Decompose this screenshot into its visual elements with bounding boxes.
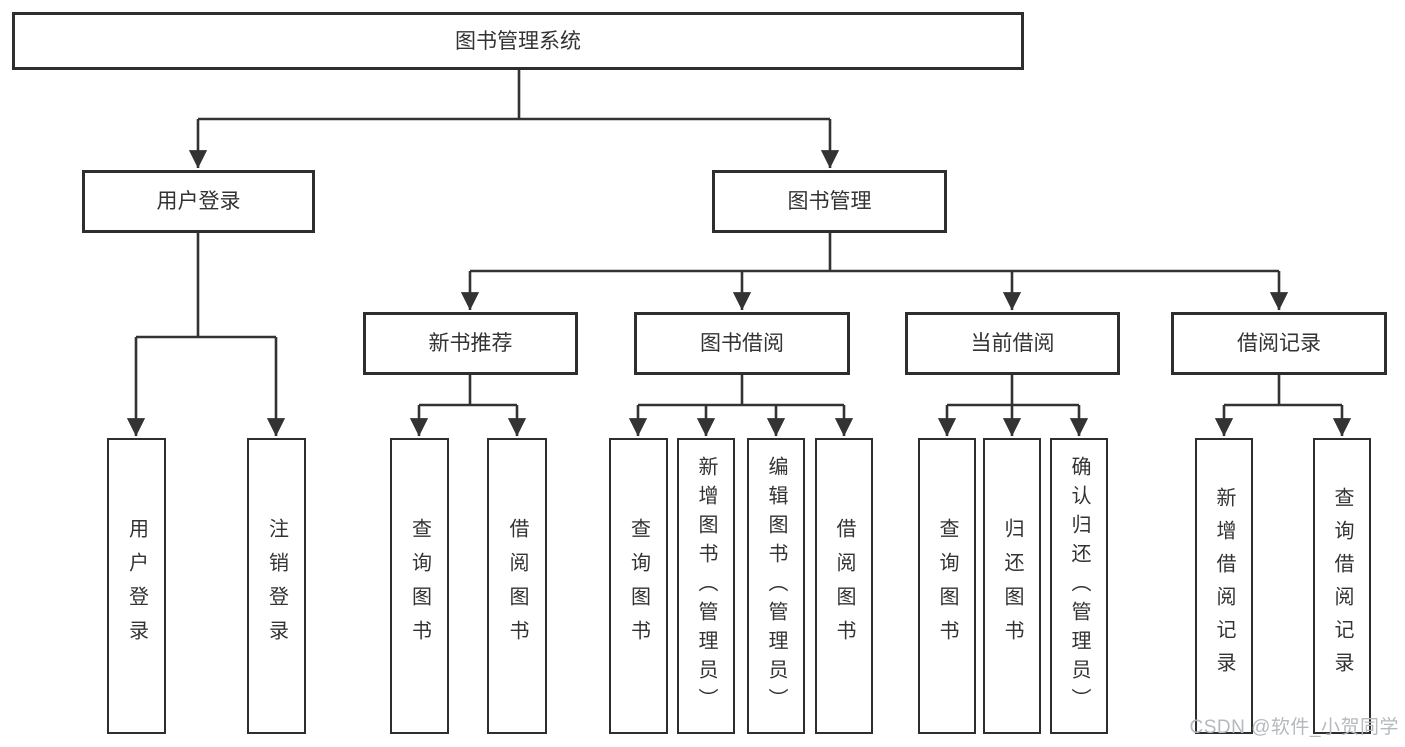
- node-book-management: 图书管理: [712, 170, 947, 233]
- node-leaf-logout: 注销登录: [247, 438, 306, 734]
- node-borrowing-records: 借阅记录: [1171, 312, 1387, 375]
- node-user-login: 用户登录: [82, 170, 315, 233]
- node-root-system: 图书管理系统: [12, 12, 1024, 70]
- node-leaf-add-books-admin: 新增图书（管理员）: [677, 438, 735, 734]
- node-book-borrowing: 图书借阅: [634, 312, 850, 375]
- node-leaf-query-books-current: 查询图书: [918, 438, 976, 734]
- node-leaf-query-books-borrowing: 查询图书: [609, 438, 668, 734]
- node-leaf-confirm-return-admin: 确认归还（管理员）: [1050, 438, 1108, 734]
- node-leaf-borrow-books: 借阅图书: [815, 438, 873, 734]
- node-leaf-query-books-recommend: 查询图书: [390, 438, 449, 734]
- node-leaf-borrow-books-recommend: 借阅图书: [487, 438, 547, 734]
- node-new-book-recommend: 新书推荐: [363, 312, 578, 375]
- node-leaf-edit-books-admin: 编辑图书（管理员）: [747, 438, 805, 734]
- csdn-watermark: CSDN @软件_小贺同学: [1189, 717, 1399, 738]
- node-leaf-return-books: 归还图书: [983, 438, 1041, 734]
- node-leaf-user-login: 用户登录: [107, 438, 166, 734]
- node-current-borrowing: 当前借阅: [905, 312, 1120, 375]
- node-leaf-query-borrow-record: 查询借阅记录: [1313, 438, 1371, 734]
- node-leaf-add-borrow-record: 新增借阅记录: [1195, 438, 1253, 734]
